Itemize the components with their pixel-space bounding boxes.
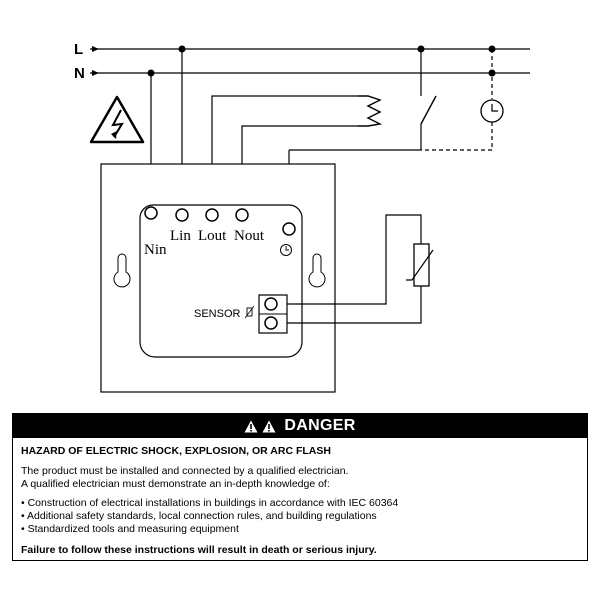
mounting-slot-left	[113, 253, 131, 288]
requirements-list: Construction of electrical installations…	[21, 497, 579, 536]
failure-warning: Failure to follow these instructions wil…	[21, 544, 377, 556]
warning-triangle-icon	[244, 420, 258, 432]
list-item: Standardized tools and measuring equipme…	[21, 523, 579, 536]
intro-line-2: A qualified electrician must demonstrate…	[21, 478, 330, 490]
wiring-diagram: L N	[74, 41, 530, 393]
terminal-lout	[205, 208, 219, 222]
line-label-l: L	[74, 41, 83, 58]
warning-triangle-icon	[262, 420, 276, 432]
sensor-small-resistor-icon	[244, 305, 255, 319]
terminal-nin	[144, 206, 158, 220]
terminal-label-nout: Nout	[234, 228, 265, 244]
sensor-wire-bottom	[287, 286, 422, 324]
list-item: Construction of electrical installations…	[21, 497, 579, 510]
danger-header: DANGER	[13, 414, 587, 438]
mounting-slot-right	[308, 253, 326, 288]
timer-clock-icon	[480, 99, 504, 123]
timer-return-wire	[421, 122, 493, 151]
terminal-label-lin: Lin	[170, 228, 191, 244]
danger-title: DANGER	[284, 417, 356, 434]
terminal-label-lout: Lout	[198, 228, 227, 244]
line-label-n: N	[74, 65, 85, 82]
terminal-label-nin: Nin	[144, 242, 167, 258]
danger-notice: DANGER HAZARD OF ELECTRIC SHOCK, EXPLOSI…	[12, 413, 588, 561]
sensor-terminal-2	[264, 316, 278, 330]
clock-terminal-icon	[280, 244, 292, 256]
sensor-terminal-1	[264, 297, 278, 311]
terminal-nout	[235, 208, 249, 222]
terminal-clock	[282, 222, 296, 236]
terminal-lin	[175, 208, 189, 222]
intro-line-1: The product must be installed and connec…	[21, 465, 349, 477]
sensor-label: SENSOR	[194, 308, 241, 320]
sensor-wire-top	[287, 214, 422, 305]
electric-shock-warning-icon	[89, 95, 145, 144]
heater-resistor-icon	[358, 95, 383, 127]
danger-body: HAZARD OF ELECTRIC SHOCK, EXPLOSION, OR …	[13, 438, 587, 557]
thermistor-icon	[406, 243, 434, 287]
line-l-arrow	[92, 46, 99, 52]
list-item: Additional safety standards, local conne…	[21, 510, 579, 523]
hazard-heading: HAZARD OF ELECTRIC SHOCK, EXPLOSION, OR …	[21, 445, 331, 457]
line-n-arrow	[92, 70, 99, 76]
